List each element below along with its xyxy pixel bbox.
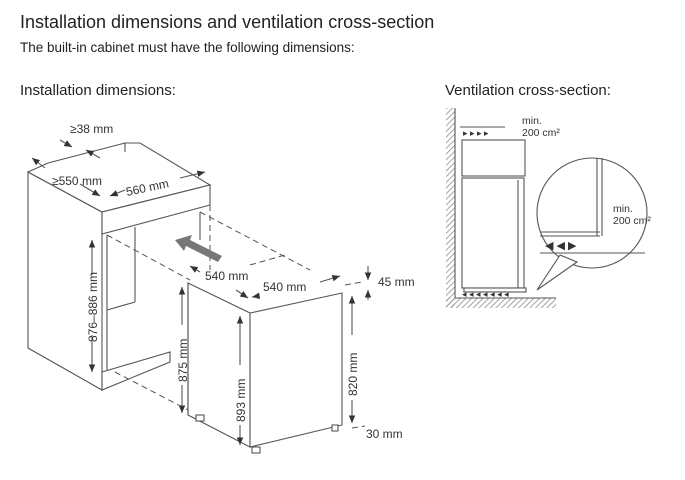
page-title: Installation dimensions and ventilation …	[20, 12, 435, 32]
page-subtitle: The built-in cabinet must have the follo…	[20, 40, 355, 55]
ventilation-heading: Ventilation cross-section:	[445, 82, 611, 99]
vent-top-min: min.	[522, 115, 542, 127]
label-panel-thickness: ≥38 mm	[70, 122, 113, 136]
installation-heading: Installation dimensions:	[20, 82, 176, 99]
appliance-drawing	[187, 282, 343, 454]
label-niche-height: 876–886 mm	[86, 272, 100, 342]
vent-bottom-min: min.	[613, 203, 633, 215]
ventilation-diagram: ▸ ▸ ▸ ▸ ◂ ◂ ◂ ◂ ◂ ◂ ◂ ◀ ◀ ▶	[446, 108, 648, 308]
vent-bottom-arrows: ◂ ◂ ◂ ◂ ◂ ◂ ◂	[462, 289, 509, 299]
cabinet-drawing	[26, 142, 311, 411]
label-appliance-depth: 540 mm	[205, 269, 248, 283]
vent-top-area: 200 cm²	[522, 127, 560, 139]
label-top-offset: 45 mm	[378, 275, 415, 289]
vent-bottom-area: 200 cm²	[613, 215, 651, 227]
label-door-panel-height: 820 mm	[346, 353, 360, 396]
vent-top-arrows: ▸ ▸ ▸ ▸	[463, 128, 489, 138]
label-appliance-width: 540 mm	[263, 280, 306, 294]
label-appliance-height: 875 mm	[176, 339, 190, 382]
insert-direction-arrow	[175, 235, 222, 262]
label-bottom-offset: 30 mm	[366, 427, 403, 441]
label-door-height: 893 mm	[234, 379, 248, 422]
dimension-lines	[31, 139, 372, 445]
detail-vent-arrows: ◀ ◀ ▶	[545, 240, 577, 252]
label-cabinet-depth: ≥550 mm	[52, 174, 102, 188]
detail-magnifier	[536, 157, 648, 269]
